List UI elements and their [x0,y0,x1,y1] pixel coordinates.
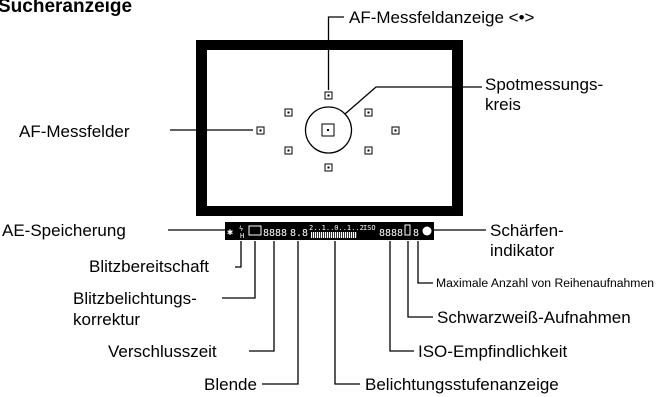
flash-symbol: ϟ [239,225,243,233]
af-point-center [321,123,335,137]
exposure-scale-bar [327,232,329,238]
af-point [284,108,293,117]
exposure-scale-bar [317,232,319,238]
af-point [364,146,373,155]
leader-shutter [249,241,275,352]
iso-label: ISO [363,224,376,232]
leader-flash-ready [235,241,242,268]
exposure-scale-bars [311,232,357,238]
focus-indicator-dot [422,226,432,236]
af-point [284,146,293,155]
diagram-title: Sucheranzeige [0,0,132,17]
label-max-burst: Maximale Anzahl von Reihenaufnahmen [436,278,654,290]
label-monochrome: Schwarzweiß-Aufnahmen [437,308,631,327]
label-spot-circle-2: kreis [485,95,521,114]
exposure-scale-bar [341,232,343,238]
exposure-scale-bar [329,232,331,238]
label-af-indicator: AF-Messfeldanzeige <•> [349,8,535,27]
leader-max-burst [417,241,433,284]
label-focus-2: indikator [490,241,555,260]
leader-af-indicator [327,16,344,90]
af-point [324,163,333,172]
label-ae-lock: AE-Speicherung [2,221,126,240]
leader-spot-circle [344,86,482,115]
exposure-scale-bar [315,232,317,238]
leader-flash-comp [222,241,256,299]
exposure-scale-bar [331,232,333,238]
leader-aperture [262,241,299,385]
exposure-scale-bar [313,232,315,238]
label-spot-circle-1: Spotmessungs- [485,75,603,94]
flash-comp-icon [248,225,262,236]
exposure-scale-bar [347,232,349,238]
viewfinder-frame [196,40,463,216]
monochrome-icon [404,224,411,236]
label-shutter: Verschlusszeit [108,342,217,361]
exposure-scale-bar [345,232,347,238]
exposure-scale-bar [337,232,339,238]
af-point-grid [256,91,400,172]
exposure-scale-text: 2..1..0..1..2 [309,224,364,232]
exposure-scale-bar [333,232,335,238]
exposure-scale-bar [355,232,357,238]
aperture-digits: 8.8 [290,228,308,239]
exposure-scale-bar [311,232,313,238]
label-flash-comp-1: Blitzbelichtungs- [73,289,197,308]
af-point [391,126,400,135]
exposure-scale-bar [343,232,345,238]
info-display-strip: ✱ ϟ H 8888 8.8 2..1..0..1..2 ISO 8888 8 [225,222,434,240]
exposure-scale-bar [349,232,351,238]
label-flash-comp-2: korrektur [73,310,140,329]
label-focus-1: Schärfen- [490,221,564,240]
leader-monochrome [407,241,433,318]
shutter-speed-digits: 8888 [263,228,287,239]
exposure-scale-bar [319,232,321,238]
flash-h-symbol: H [240,232,244,240]
ae-lock-symbol: ✱ [227,227,233,238]
iso-digits: 8888 [379,228,403,239]
af-point [256,126,265,135]
exposure-scale-bar [351,232,353,238]
label-iso: ISO-Empfindlichkeit [418,342,568,361]
spot-metering-circle [304,106,353,154]
exposure-scale-bar [339,232,341,238]
af-point [324,91,333,100]
exposure-scale-bar [321,232,323,238]
exposure-scale-bar [323,232,325,238]
leader-iso [389,241,414,352]
exposure-scale-bar [353,232,355,238]
max-burst-digit: 8 [413,228,419,239]
leader-lines [168,16,486,385]
exposure-scale-bar [335,232,337,238]
label-exposure-scale: Belichtungsstufenanzeige [365,375,559,394]
exposure-scale-bar [325,232,327,238]
label-af-points: AF-Messfelder [19,122,130,141]
label-aperture: Blende [204,375,257,394]
leader-exposure-scale [334,241,360,385]
af-point [364,108,373,117]
label-flash-ready: Blitzbereitschaft [89,257,209,276]
